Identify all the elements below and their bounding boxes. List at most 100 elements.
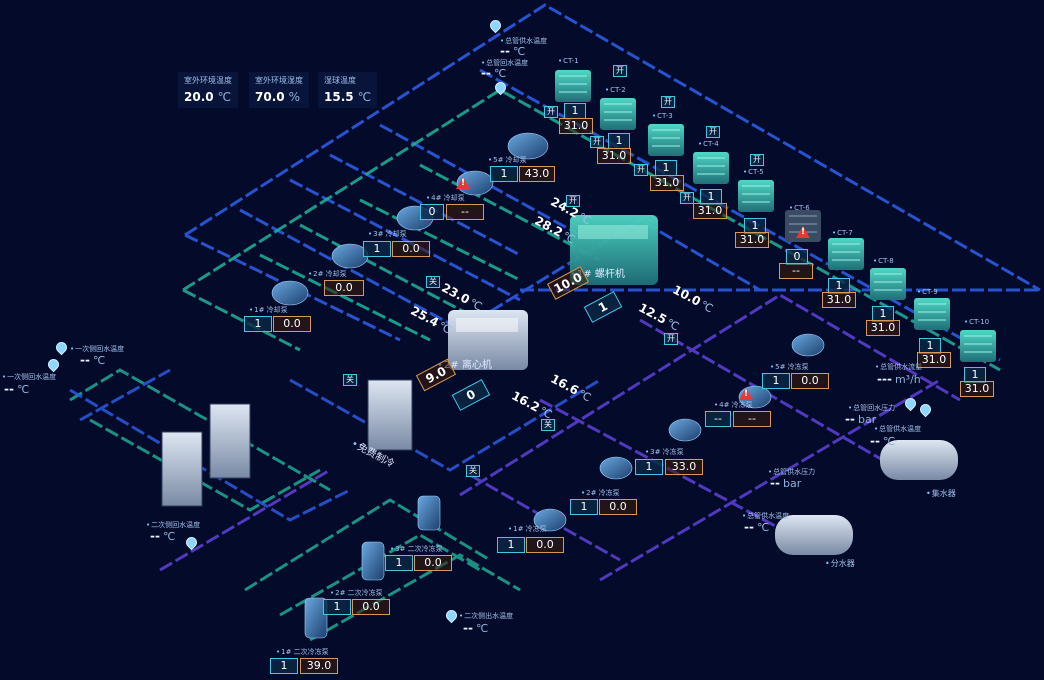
cool-supply-value: --℃ [500, 44, 526, 58]
cooling-pump-freq: 43.0 [519, 166, 555, 182]
cooling-pump-name: 3# 冷却泵 [368, 229, 407, 239]
alarm-icon [739, 388, 753, 400]
main-blue-loops [69, 368, 601, 522]
chilled-pump-name: 1# 冷冻泵 [508, 524, 547, 534]
ct-freq-value: -- [779, 263, 813, 279]
free-cooling-switch2-button[interactable]: 关 [466, 465, 480, 477]
ct-name: CT-6 [789, 204, 810, 212]
ct-run-status: 1 [564, 103, 586, 119]
chilled-pump-freq: -- [733, 411, 771, 427]
cooling-pump-freq: 0.0 [273, 316, 311, 332]
ct-valve-switch-button[interactable]: 开 [634, 164, 648, 176]
ct-name: CT-3 [652, 112, 673, 120]
secondary-pump-freq: 39.0 [300, 658, 338, 674]
free-cooling-switch-button[interactable]: 关 [343, 374, 357, 386]
secondary-pump-freq: 0.0 [352, 599, 390, 615]
ct-name: CT-9 [917, 288, 938, 296]
cooling-pump-run: 1 [244, 316, 272, 332]
ct-switch-button[interactable]: 开 [613, 65, 627, 77]
chill-flow-label: 总管供水流量 [875, 362, 922, 372]
outdoor-humidity-value: 70.0 [255, 90, 285, 104]
ct-freq-value: 31.0 [559, 118, 593, 134]
secondary-supply-far-left-value: --℃ [4, 382, 30, 396]
wet-bulb-label: 湿球温度 [324, 76, 356, 85]
ct-run-status: 0 [786, 249, 808, 265]
header-units [775, 440, 958, 555]
ct-run-status: 1 [919, 338, 941, 354]
chilled-pump-freq: 0.0 [791, 373, 829, 389]
outdoor-temp-label: 室外环境温度 [184, 76, 232, 85]
ct-name: CT-4 [698, 140, 719, 148]
cooling-pump-name: 5# 冷却泵 [488, 155, 527, 165]
ct-run-status: 1 [608, 133, 630, 149]
outdoor-humidity-card: 室外环境湿度 70.0% [249, 72, 309, 108]
cooling-pump-freq: 0.0 [392, 241, 430, 257]
chill-supply-temp-value: --℃ [870, 434, 896, 448]
chill-return-pressure-value: --bar [845, 412, 877, 426]
outdoor-humidity-label: 室外环境湿度 [255, 76, 303, 85]
alarm-icon [796, 226, 810, 238]
ct-name: CT-8 [873, 257, 894, 265]
chilled-pump-name: 5# 冷冻泵 [770, 362, 809, 372]
screw-chill-switch-button[interactable]: 开 [664, 333, 678, 345]
outdoor-temp-unit: ℃ [217, 90, 232, 104]
cooling-pump-run: 1 [363, 241, 391, 257]
ct-freq-value: 31.0 [822, 292, 856, 308]
ct-name: CT-7 [832, 229, 853, 237]
outdoor-humidity-unit: % [288, 90, 301, 104]
cooling-pump-freq: -- [446, 204, 484, 220]
screw-switch-button[interactable]: 开 [566, 195, 580, 207]
ct-name: CT-5 [743, 168, 764, 176]
ct-valve-switch-button[interactable]: 开 [680, 192, 694, 204]
ct-freq-value: 31.0 [960, 381, 994, 397]
ct-name: CT-10 [964, 318, 989, 326]
pump-units [271, 132, 825, 639]
ct-run-status: 1 [700, 189, 722, 205]
chilled-pump-name: 3# 冷冻泵 [645, 447, 684, 457]
cooling-tower-units [555, 70, 996, 362]
centrifugal-chiller-name: 2# 离心机 [437, 356, 492, 371]
secondary-supply-left-label: 一次侧回水温度 [70, 344, 124, 354]
cool-supply-label: 总管供水温度 [500, 36, 547, 46]
cool-return-label: 总管回水温度 [481, 58, 528, 68]
distributor-label: 分水器 [825, 558, 855, 569]
ct-switch-button[interactable]: 开 [706, 126, 720, 138]
wet-bulb-card: 湿球温度 15.5℃ [318, 72, 378, 108]
ct-run-status: 1 [872, 306, 894, 322]
chilled-pump-freq: 33.0 [665, 459, 703, 475]
chill-flow-value: ---m³/h [877, 372, 921, 386]
secondary-supply-far-left-label: 一次侧回水温度 [2, 372, 56, 382]
outdoor-temp-card: 室外环境温度 20.0℃ [178, 72, 238, 108]
centrifugal-switch-button[interactable]: 关 [426, 276, 440, 288]
chill-supply-temp2-label: 总管供水温度 [742, 511, 789, 521]
secondary-pipes [69, 368, 521, 642]
chiller-units [448, 215, 658, 370]
secondary-supply-left-value: --℃ [80, 353, 106, 367]
heat-exchanger-units [161, 379, 413, 507]
centrifugal-chill-switch-button[interactable]: 关 [541, 419, 555, 431]
wet-bulb-value: 15.5 [324, 90, 354, 104]
secondary-pump-run: 1 [323, 599, 351, 615]
cooling-pump-run: 0 [420, 204, 444, 220]
ct-switch-button[interactable]: 开 [661, 96, 675, 108]
cooling-pump-freq: 0.0 [324, 280, 364, 296]
secondary-pump-name: 3# 二次冷冻泵 [390, 544, 443, 554]
ct-freq-value: 31.0 [597, 148, 631, 164]
ct-switch-button[interactable]: 开 [750, 154, 764, 166]
ct-name: CT-1 [558, 57, 579, 65]
ct-freq-value: 31.0 [917, 352, 951, 368]
ct-valve-switch-button[interactable]: 开 [590, 136, 604, 148]
chill-supply-pressure-label: 总管供水压力 [768, 467, 815, 477]
secondary-return-bottom-value: --℃ [150, 529, 176, 543]
chilled-pump-run: -- [705, 411, 731, 427]
secondary-pump-name: 2# 二次冷冻泵 [330, 588, 383, 598]
ct-valve-switch-button[interactable]: 开 [544, 106, 558, 118]
chill-return-pressure-label: 总管回水压力 [848, 403, 895, 413]
alarm-icon [456, 177, 470, 189]
outdoor-temp-value: 20.0 [184, 90, 214, 104]
secondary-pump-run: 1 [270, 658, 298, 674]
chilled-pump-name: 2# 冷冻泵 [581, 488, 620, 498]
screw-chiller-name: 1# 螺杆机 [570, 265, 625, 280]
ct-freq-value: 31.0 [735, 232, 769, 248]
